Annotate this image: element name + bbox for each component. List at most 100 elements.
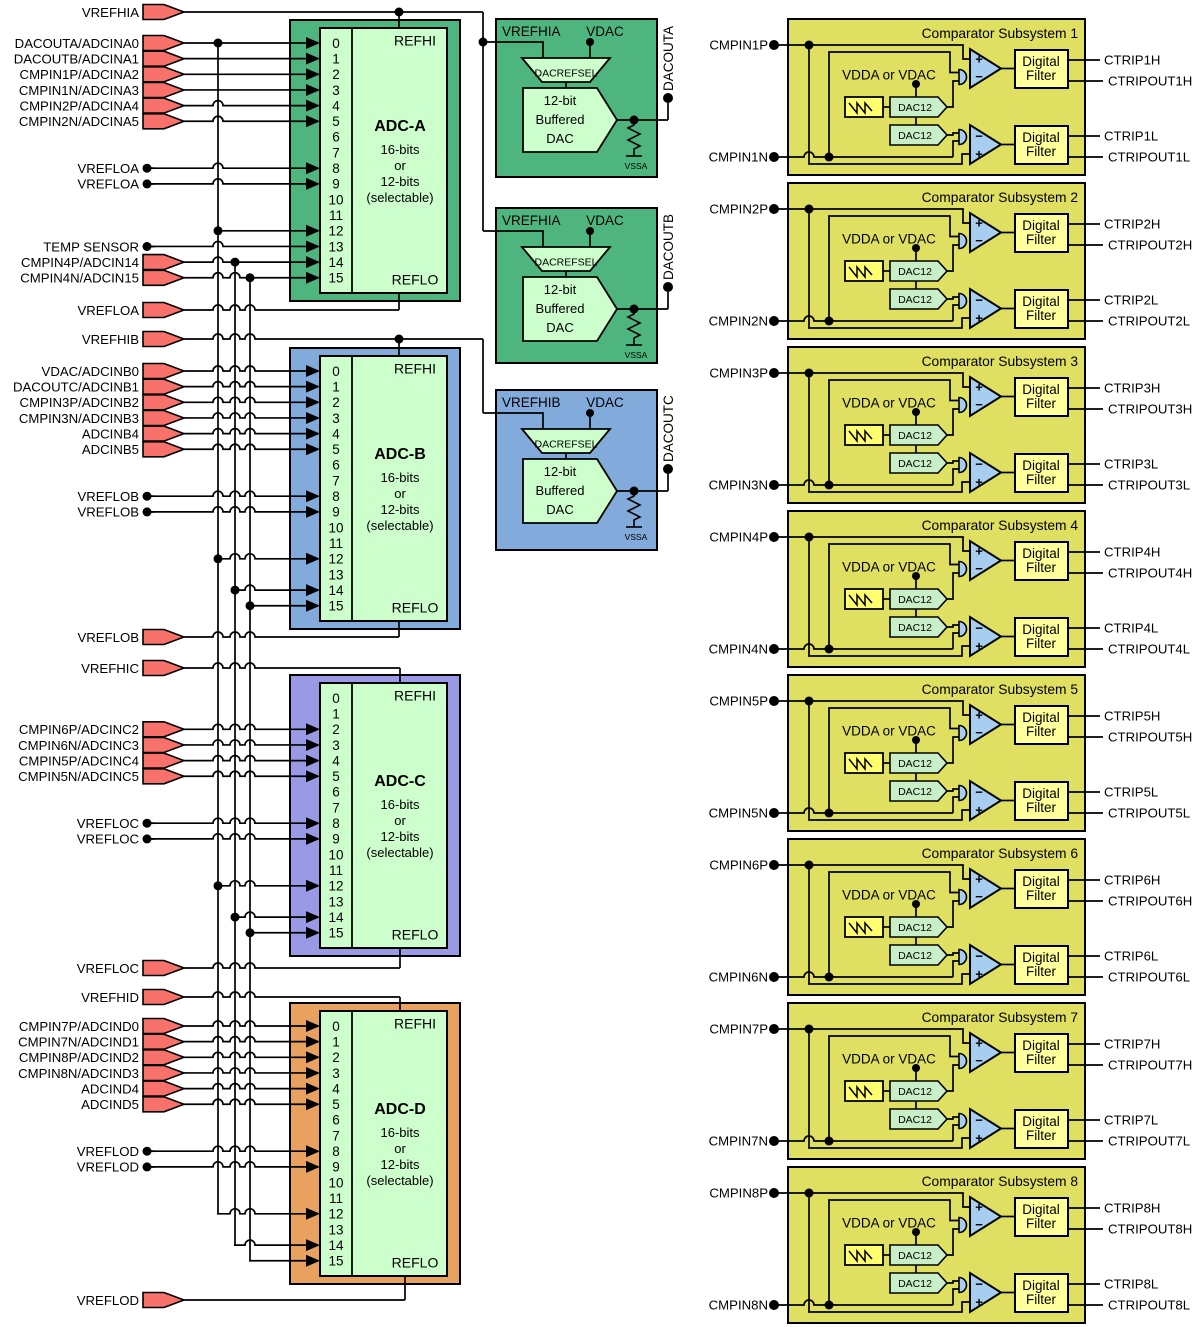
adc-channel-number: 10	[328, 520, 343, 535]
dac-body-label: Buffered	[536, 112, 585, 127]
digital-filter-label: Filter	[1026, 396, 1057, 411]
cmpin-dot	[769, 316, 779, 326]
wire	[184, 396, 307, 404]
junction-dot	[478, 37, 488, 47]
ramp-generator-icon	[848, 592, 873, 608]
comparator-triangle	[969, 375, 1003, 418]
resistor-icon	[626, 120, 642, 156]
pin-label: CMPIN2N/ADCINA5	[19, 114, 139, 129]
wire	[184, 991, 400, 998]
pin-label: CMPIN8N/ADCIND3	[18, 1066, 139, 1081]
junction-dot	[394, 334, 404, 344]
pin-dot	[142, 834, 152, 844]
ramp-generator-icon	[848, 264, 873, 280]
wire	[952, 140, 959, 157]
wire	[778, 807, 953, 814]
wire	[184, 739, 307, 746]
cmpss-title: Comparator Subsystem 7	[922, 1010, 1078, 1025]
minus-sign: −	[975, 621, 983, 636]
cmpin-dot	[769, 1188, 779, 1198]
channel-arrowhead	[306, 365, 320, 377]
cmpss-title: Comparator Subsystem 5	[922, 682, 1079, 697]
digital-filter-label: Filter	[1026, 636, 1057, 651]
wire	[184, 115, 307, 123]
pin-label: ADCIND4	[81, 1081, 139, 1096]
wire	[808, 865, 970, 985]
wire	[828, 379, 959, 485]
wire	[151, 490, 307, 498]
input-mux-icon	[958, 784, 968, 802]
digital-filter-label: Digital	[1022, 1038, 1060, 1053]
dac-body-label: Buffered	[536, 483, 585, 498]
adc-channel-number: 0	[332, 364, 340, 379]
ctrip-label: CTRIPOUT5H	[1108, 730, 1192, 745]
pin-label: VREFHIA	[82, 5, 139, 20]
channel-arrowhead	[306, 754, 320, 767]
ctrip-label: CTRIPOUT6H	[1108, 894, 1192, 909]
channel-arrowhead	[306, 99, 320, 112]
junction-dot	[213, 881, 223, 891]
ctrip-label: CTRIPOUT3H	[1108, 402, 1192, 417]
wire	[952, 304, 959, 321]
adc-inner	[319, 27, 448, 294]
minus-sign: −	[975, 1217, 983, 1232]
cmpss-title: Comparator Subsystem 6	[922, 846, 1079, 861]
adc-channel-number: 15	[328, 926, 343, 941]
wire	[217, 880, 307, 887]
adc-channel-number: 8	[332, 161, 340, 176]
ctrip-label: CTRIPOUT4L	[1108, 642, 1190, 657]
pin-label: VREFHID	[81, 990, 139, 1005]
adc-name: ADC-B	[374, 446, 426, 463]
digital-filter-label: Digital	[1022, 1202, 1060, 1217]
dac12-block	[889, 588, 949, 610]
resistor-icon	[626, 491, 642, 527]
digital-filter-label: Digital	[1022, 1278, 1060, 1293]
ctrip-label: CTRIP1H	[1104, 53, 1160, 68]
digital-filter-box	[1014, 213, 1069, 253]
cmpin-label: CMPIN2P	[709, 202, 768, 217]
pin-arrow	[142, 988, 187, 1006]
wire	[778, 643, 953, 650]
pin-arrow	[142, 81, 187, 99]
ctrip-label: CTRIPOUT1L	[1108, 150, 1190, 165]
ctrip-label: CTRIP7H	[1104, 1037, 1160, 1052]
supply-dot	[912, 80, 920, 88]
wire	[184, 99, 307, 107]
plus-sign: +	[975, 311, 983, 326]
dac12-block	[889, 96, 949, 118]
dac12-block	[889, 944, 949, 966]
pin-label: CMPIN7P/ADCIND0	[19, 1019, 139, 1034]
input-mux-icon	[958, 128, 968, 146]
ctrip-label: CTRIP3L	[1104, 457, 1158, 472]
pin-label: CMPIN5N/ADCINC5	[18, 769, 139, 784]
pin-arrow	[142, 393, 187, 411]
pin-dot	[142, 491, 152, 501]
wire	[947, 80, 959, 108]
digital-filter-box	[1014, 541, 1069, 581]
wire	[778, 536, 970, 552]
adc-channel-number: 15	[328, 271, 343, 286]
channel-arrowhead	[306, 162, 320, 175]
adc-resolution-text: or	[394, 1141, 406, 1156]
wire	[184, 256, 307, 263]
pin-label: VREFLOD	[77, 1144, 139, 1159]
wire	[778, 1028, 970, 1044]
minus-sign: −	[975, 69, 983, 84]
adc-resolution-text: 12-bits	[380, 1157, 420, 1172]
pin-arrow	[142, 425, 187, 442]
digital-filter-box	[1014, 869, 1069, 909]
channel-arrowhead	[306, 396, 320, 409]
channel-arrowhead	[306, 411, 320, 424]
adc-channel-number: 7	[332, 473, 340, 488]
dac12-block	[889, 752, 949, 774]
wire	[184, 1082, 307, 1090]
vssa-label: VSSA	[625, 532, 648, 542]
channel-arrowhead	[306, 256, 320, 269]
wire	[952, 796, 959, 813]
pin-label: CMPIN3P/ADCINB2	[20, 395, 139, 410]
vssa-label: VSSA	[625, 161, 648, 171]
cmpss-title: Comparator Subsystem 3	[922, 354, 1079, 369]
channel-arrowhead	[306, 879, 320, 892]
input-mux-icon	[958, 1216, 968, 1234]
pin-arrow	[142, 1291, 187, 1309]
